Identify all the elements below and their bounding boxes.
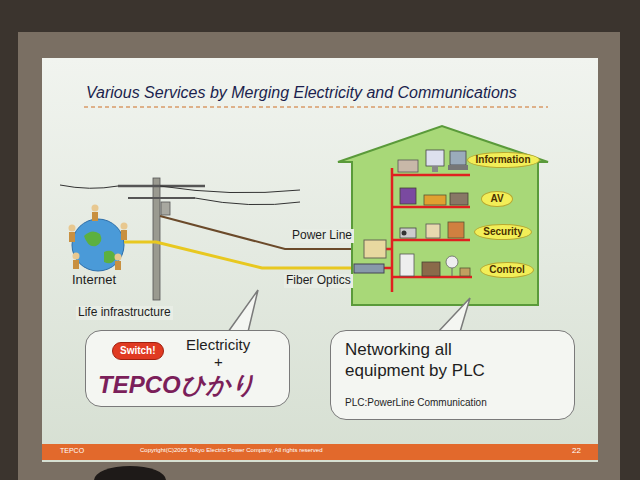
brand-logo: TEPCOひかり bbox=[98, 371, 256, 399]
av-icon bbox=[424, 195, 446, 205]
callout-bubble: Networking all equipment by PLC PLC:Power… bbox=[330, 330, 575, 420]
globe bbox=[72, 219, 124, 271]
line-label: Power Line bbox=[290, 229, 354, 243]
category-tag: Security bbox=[474, 224, 531, 240]
footer-text: TEPCO bbox=[60, 447, 84, 455]
wiring bbox=[392, 206, 470, 209]
person-body bbox=[69, 232, 75, 242]
person-head bbox=[115, 254, 122, 261]
av-icon bbox=[400, 188, 416, 204]
category-tag: AV bbox=[481, 191, 512, 207]
fiber-optic-line bbox=[124, 242, 354, 268]
utility-pole bbox=[153, 178, 160, 300]
callout-text: + bbox=[214, 353, 223, 370]
power-meter bbox=[364, 240, 386, 258]
monitor-stand bbox=[432, 166, 438, 172]
wiring bbox=[392, 174, 470, 177]
node-text: Security bbox=[483, 226, 522, 238]
person-body bbox=[73, 260, 79, 269]
distribution-wire bbox=[160, 186, 300, 193]
laptop-icon bbox=[450, 151, 466, 165]
category-tag: Control bbox=[480, 262, 534, 278]
infrastructure-label: Life infrastructure bbox=[76, 306, 173, 320]
person-head bbox=[69, 225, 76, 232]
monitor-icon bbox=[426, 150, 444, 166]
callout-bubble: Electricity+TEPCOひかり Switch! bbox=[85, 330, 290, 407]
audience-head bbox=[94, 466, 166, 480]
wiring bbox=[386, 248, 392, 251]
av-icon bbox=[450, 193, 468, 205]
node-text: Information bbox=[476, 154, 531, 166]
wiring bbox=[384, 267, 392, 270]
footer-bar bbox=[42, 444, 598, 460]
globe-label: Internet bbox=[72, 273, 116, 288]
callout-text: Electricity bbox=[186, 336, 250, 353]
continent bbox=[104, 251, 116, 263]
projection-screen bbox=[18, 32, 620, 480]
crossarm bbox=[128, 197, 195, 199]
slide bbox=[42, 58, 598, 462]
wiring bbox=[391, 168, 394, 292]
switch-badge: Switch! bbox=[112, 342, 164, 360]
appliance-icon bbox=[422, 262, 440, 276]
lamp-icon bbox=[446, 256, 458, 268]
callout-tail bbox=[228, 290, 258, 332]
person-head bbox=[73, 253, 80, 260]
transformer bbox=[161, 202, 170, 215]
house bbox=[338, 126, 548, 305]
person-body bbox=[92, 212, 98, 221]
node-text: Control bbox=[489, 264, 525, 276]
phone-icon bbox=[448, 222, 464, 238]
person-body bbox=[121, 230, 127, 240]
fridge-icon bbox=[400, 254, 414, 276]
category-tag: Information bbox=[467, 152, 540, 168]
callout-note: PLC:PowerLine Communication bbox=[345, 397, 487, 409]
power-line bbox=[160, 216, 364, 249]
slide-title: Various Services by Merging Electricity … bbox=[86, 84, 517, 102]
title-underline bbox=[84, 106, 548, 108]
person-head bbox=[92, 205, 99, 212]
camera-icon bbox=[400, 228, 416, 238]
optical-modem bbox=[354, 264, 384, 273]
line-label: Fiber Optics bbox=[284, 274, 353, 288]
lamp-stem bbox=[452, 268, 453, 276]
continent bbox=[84, 231, 101, 246]
node-text: AV bbox=[490, 193, 503, 205]
copyright-text: Copyright(C)2005 Tokyo Electric Power Co… bbox=[140, 447, 323, 454]
printer-icon bbox=[398, 160, 418, 172]
callout-heading: Networking all equipment by PLC bbox=[345, 339, 535, 382]
page-number: 22 bbox=[572, 446, 581, 455]
camera-lens bbox=[402, 231, 407, 236]
distribution-wire bbox=[195, 198, 300, 205]
callout-tail bbox=[438, 298, 470, 332]
distribution-wire bbox=[60, 185, 118, 188]
person-head bbox=[121, 223, 128, 230]
sensor-icon bbox=[426, 224, 440, 238]
node-text: Switch! bbox=[120, 345, 156, 357]
controller-icon bbox=[460, 268, 470, 276]
wiring bbox=[392, 239, 470, 242]
laptop-base bbox=[448, 165, 468, 170]
person-body bbox=[115, 261, 121, 270]
